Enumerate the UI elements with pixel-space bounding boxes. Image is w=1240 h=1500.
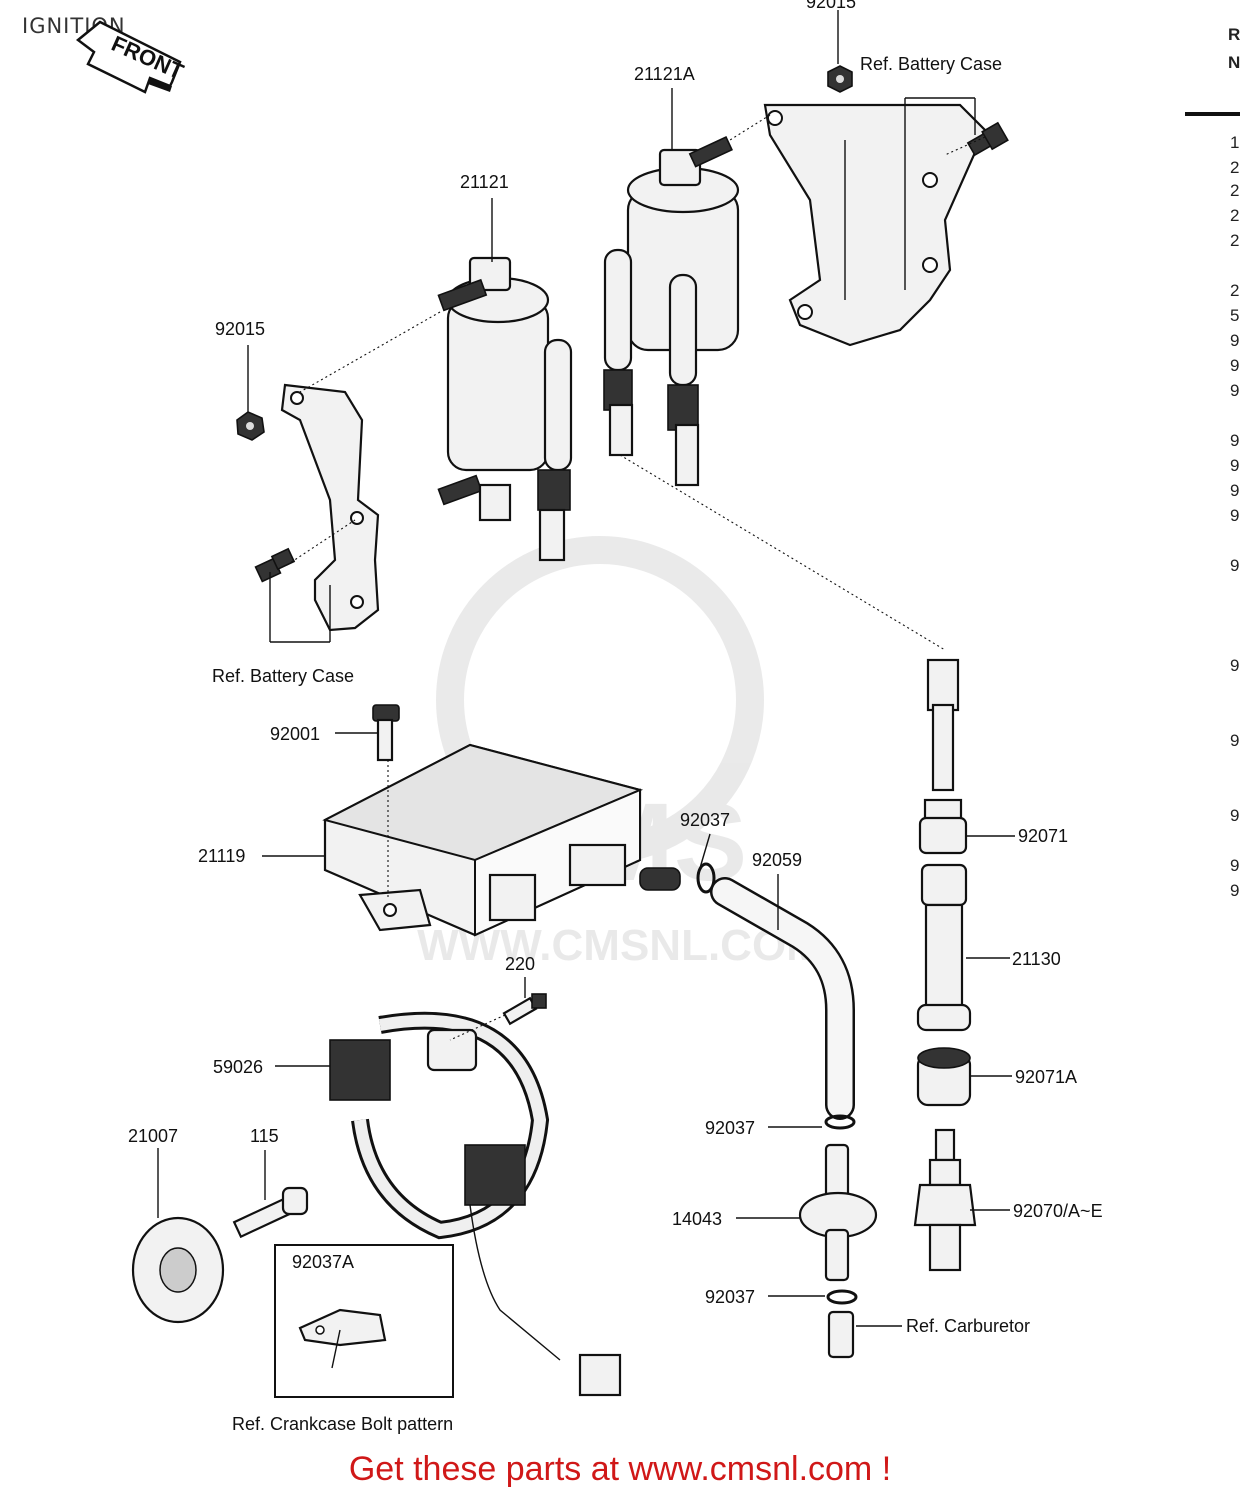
side-table-row: 9 xyxy=(1230,481,1239,500)
bolt-115 xyxy=(232,1186,309,1239)
label-92037A: 92037A xyxy=(292,1252,354,1272)
side-table-row: 9 xyxy=(1230,731,1239,750)
label-21007: 21007 xyxy=(128,1126,178,1146)
side-table-row: 2 xyxy=(1230,206,1239,225)
label-21119: 21119 xyxy=(198,846,245,866)
cap-92071 xyxy=(918,798,968,855)
label-21121A: 21121A xyxy=(634,64,695,84)
side-table-row: 2 xyxy=(1230,181,1239,200)
side-table-row: 9 xyxy=(1230,506,1239,525)
label-220: 220 xyxy=(505,954,535,974)
footer-link[interactable]: Get these parts at www.cmsnl.com ! xyxy=(348,1450,892,1488)
seal-92071A xyxy=(916,1047,972,1107)
side-table-row: 2 xyxy=(1230,158,1239,177)
fuel-filter-14043 xyxy=(798,1143,878,1282)
screw-220 xyxy=(502,993,547,1026)
side-table-header-2: N xyxy=(1228,53,1240,72)
side-table-row: 2 xyxy=(1230,231,1239,250)
label-92037-c: 92037 xyxy=(705,1287,755,1307)
side-table-row: 9 xyxy=(1230,881,1239,900)
clamp-92037-bottom xyxy=(826,1289,858,1305)
label-92037-b: 92037 xyxy=(705,1118,755,1138)
label-92015-top: 92015 xyxy=(806,0,856,12)
plug-lead xyxy=(926,658,960,792)
label-92070: 92070/A~E xyxy=(1013,1201,1103,1221)
label-92071A: 92071A xyxy=(1015,1067,1077,1087)
spark-plug-92070 xyxy=(913,1128,977,1272)
inset-box-92037A xyxy=(274,1244,454,1398)
side-table-row: 9 xyxy=(1230,356,1239,375)
ignition-coil-21121 xyxy=(437,256,573,562)
pickup-coil-59026 xyxy=(329,1011,622,1397)
carb-pipe xyxy=(827,1310,855,1359)
side-table-row: 1 xyxy=(1230,133,1239,152)
front-arrow-icon: FRONT xyxy=(75,20,188,94)
side-table-row: 9 xyxy=(1230,431,1239,450)
side-table-row: 9 xyxy=(1230,381,1239,400)
plate-21007 xyxy=(131,1216,225,1324)
side-table-row: 9 xyxy=(1230,806,1239,825)
clamp-92037-top xyxy=(696,862,716,894)
label-59026: 59026 xyxy=(213,1057,263,1077)
side-table-row: 9 xyxy=(1230,556,1239,575)
label-115: 115 xyxy=(250,1126,279,1146)
side-table: 1 2 2 2 2 2 5 9 9 9 9 9 9 9 9 9 9 9 9 9 xyxy=(1185,112,1240,900)
label-92001: 92001 xyxy=(270,724,320,744)
label-92015-left: 92015 xyxy=(215,319,265,339)
nut-92015-top xyxy=(827,65,853,93)
left-bracket xyxy=(280,383,380,632)
clamp-92037-mid xyxy=(824,1114,856,1130)
side-table-row: 9 xyxy=(1230,656,1239,675)
ignition-coil-21121A xyxy=(603,135,740,487)
side-table-row: 2 xyxy=(1230,281,1239,300)
label-21130: 21130 xyxy=(1012,949,1061,969)
label-21121: 21121 xyxy=(460,172,509,192)
bolt-top-right xyxy=(966,121,1009,157)
label-ref-battery-top: Ref. Battery Case xyxy=(860,54,1002,74)
side-table-row: 5 xyxy=(1230,306,1239,325)
nut-92015-left xyxy=(236,411,265,441)
side-table-row: 9 xyxy=(1230,856,1239,875)
leader-lines xyxy=(157,10,1015,1369)
label-92059: 92059 xyxy=(752,850,802,870)
label-92071: 92071 xyxy=(1018,826,1068,846)
label-14043: 14043 xyxy=(672,1209,722,1229)
bolt-left xyxy=(254,547,296,583)
label-92037-a: 92037 xyxy=(680,810,730,830)
side-table-row: 9 xyxy=(1230,331,1239,350)
bolt-92001 xyxy=(372,704,400,762)
label-ref-carburetor: Ref. Carburetor xyxy=(906,1316,1030,1336)
cdi-unit-21119 xyxy=(322,743,681,937)
label-ref-battery-left: Ref. Battery Case xyxy=(212,666,354,686)
label-ref-crankcase: Ref. Crankcase Bolt pattern xyxy=(232,1414,453,1434)
plug-cap-21130 xyxy=(916,863,972,1032)
side-table-header-1: R xyxy=(1228,25,1240,44)
side-table-row: 9 xyxy=(1230,456,1239,475)
upper-right-bracket xyxy=(763,103,987,347)
